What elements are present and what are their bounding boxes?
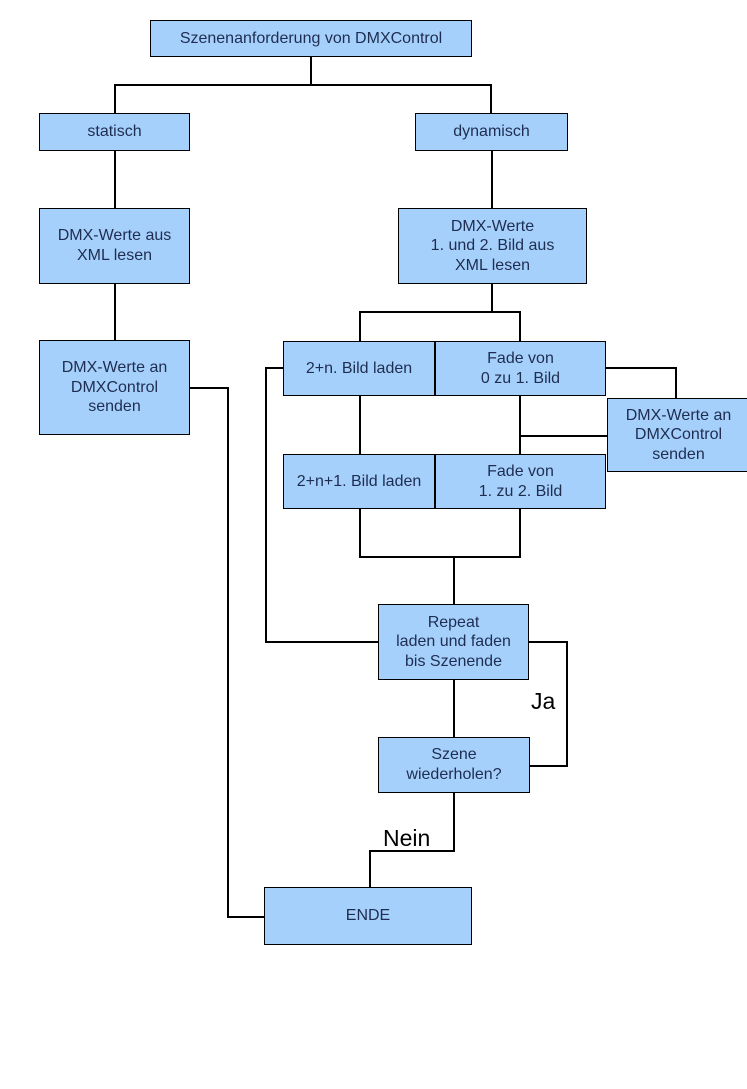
connector: [519, 395, 521, 454]
connector: [114, 84, 492, 86]
connector: [453, 793, 455, 852]
node-ende: ENDE: [264, 887, 472, 945]
node-2n1-bild-laden: 2+n+1. Bild laden: [283, 454, 435, 509]
node-szene-wiederholen: Szene wiederholen?: [378, 737, 530, 793]
connector: [369, 850, 455, 852]
connector: [529, 641, 568, 643]
connector: [265, 641, 378, 643]
node-repeat-laden-und-faden: Repeat laden und faden bis Szenende: [378, 604, 529, 680]
connector: [490, 84, 492, 113]
node-dmx-werte-an-dmxcontrol-senden-statisch: DMX-Werte an DMXControl senden: [39, 340, 190, 435]
connector: [606, 367, 677, 369]
connector: [359, 556, 521, 558]
connector: [359, 311, 361, 341]
connector: [227, 916, 264, 918]
connector: [265, 367, 267, 643]
connector: [453, 680, 455, 737]
connector: [519, 311, 521, 341]
node-2n-bild-laden: 2+n. Bild laden: [283, 341, 435, 396]
connector: [519, 435, 608, 437]
node-dmx-werte-aus-xml-lesen: DMX-Werte aus XML lesen: [39, 208, 190, 284]
edge-label-ja: Ja: [531, 688, 556, 714]
connector: [359, 311, 521, 313]
connector: [359, 396, 361, 454]
node-fade-von-0-zu-1-bild: Fade von 0 zu 1. Bild: [435, 341, 606, 396]
node-szenenanforderung: Szenenanforderung von DMXControl: [150, 20, 472, 57]
connector: [530, 765, 568, 767]
connector: [359, 509, 361, 558]
connector: [114, 84, 116, 113]
connector: [675, 367, 677, 398]
node-dmx-werte-1-2-bild-aus-xml-lesen: DMX-Werte 1. und 2. Bild aus XML lesen: [398, 208, 587, 284]
connector: [310, 57, 312, 85]
node-statisch: statisch: [39, 113, 190, 151]
connector: [190, 387, 228, 389]
connector: [519, 509, 521, 558]
connector: [491, 151, 493, 208]
connector: [369, 850, 371, 887]
edge-label-nein: Nein: [383, 825, 431, 851]
node-dynamisch: dynamisch: [415, 113, 568, 151]
connector: [227, 387, 229, 918]
connector: [566, 641, 568, 767]
connector: [491, 284, 493, 312]
node-fade-von-1-zu-2-bild: Fade von 1. zu 2. Bild: [435, 454, 606, 509]
connector: [114, 151, 116, 208]
connector: [453, 556, 455, 604]
connector: [114, 284, 116, 340]
node-dmx-werte-an-dmxcontrol-senden-dynamisch: DMX-Werte an DMXControl senden: [607, 398, 747, 472]
connector: [266, 367, 283, 369]
